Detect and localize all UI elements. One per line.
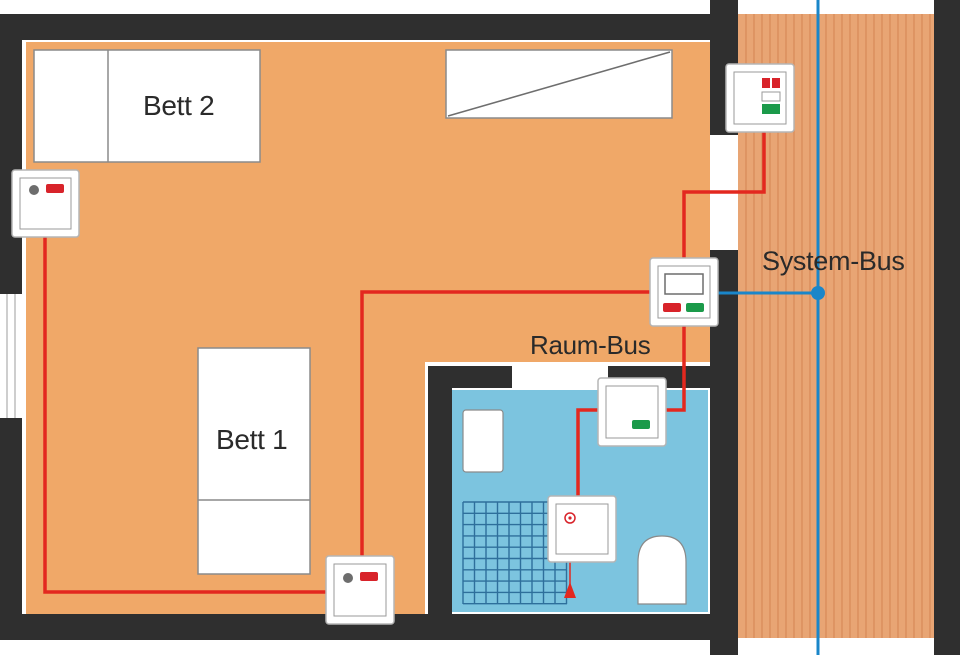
system-bus-label: System-Bus <box>762 246 905 276</box>
lamp-red-2-icon <box>772 78 780 88</box>
bathroom-door-unit[interactable] <box>597 377 667 447</box>
washbasin <box>462 409 504 473</box>
system-bus-junction <box>811 286 825 300</box>
window <box>0 294 22 418</box>
bed2-call-unit[interactable] <box>11 169 80 238</box>
indicator-icon <box>343 573 353 583</box>
display-icon <box>664 273 704 295</box>
room-bus-wire-bath <box>662 326 686 412</box>
call-button-icon <box>663 303 681 312</box>
wardrobe <box>445 49 673 119</box>
call-button-icon <box>46 184 64 193</box>
lamp-white-icon <box>761 91 781 102</box>
cancel-button-icon <box>686 303 704 312</box>
bed2-label: Bett 2 <box>143 90 215 121</box>
room-bus-wire <box>43 235 330 594</box>
bed1-label: Bett 1 <box>216 424 288 455</box>
bed1-call-unit[interactable] <box>325 555 395 625</box>
lamp-red-icon <box>762 78 770 88</box>
room-terminal[interactable] <box>649 257 719 327</box>
room-bus-wire-pull <box>576 408 600 500</box>
room-bus-wire-main <box>360 290 652 572</box>
pull-cord-handle <box>564 582 576 598</box>
toilet <box>637 535 687 605</box>
indicator-icon <box>29 185 39 195</box>
bed-1 <box>197 347 311 575</box>
room-bus-wire-door <box>682 130 766 260</box>
bathroom-pull-unit[interactable] <box>547 495 617 563</box>
lamp-green-icon <box>762 104 780 114</box>
room-bus-label: Raum-Bus <box>530 330 651 360</box>
bed-2 <box>33 49 261 163</box>
door-light-unit[interactable] <box>725 63 795 133</box>
call-button-icon <box>360 572 378 581</box>
cancel-button-icon <box>632 420 650 429</box>
